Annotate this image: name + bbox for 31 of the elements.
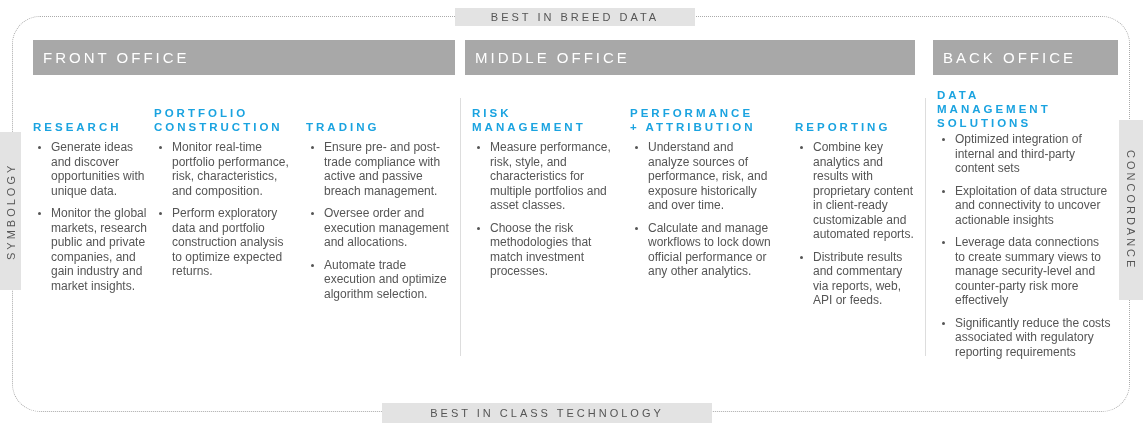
- bullet-text: Perform exploratory data and portfolio construction analysis to optimize expected returns.: [172, 206, 284, 278]
- bullet-text: Oversee order and execution management and allocations.: [324, 206, 449, 249]
- column-heading: RISK MANAGEMENT: [472, 106, 587, 134]
- bullet-text: Understand and analyze sources of performance, risk, and exposure historically and over time.: [648, 140, 768, 212]
- section-band: MIDDLE OFFICE: [465, 40, 915, 75]
- side-tab: SYMBOLOGY: [0, 132, 21, 290]
- bullet-text: Significantly reduce the costs associated with regulatory reporting requirements: [955, 315, 1111, 359]
- bullet-text: Leverage data connections to create summary views to manage security-level and counter-party risk more effectively: [955, 235, 1102, 307]
- bullet-text: Automate trade execution and optimize algorithm selection.: [324, 257, 447, 301]
- bullet-text: Generate ideas and discover opportunities with unique data.: [51, 140, 145, 198]
- section-band: FRONT OFFICE: [33, 40, 455, 75]
- column-heading: RESEARCH: [33, 120, 123, 134]
- column-heading: PERFORMANCE + ATTRIBUTION: [630, 106, 757, 134]
- bullet-text: Measure performance, risk, style, and characteristics for multiple portfolios and asset classes.: [490, 140, 611, 212]
- bullet-text: Optimized integration of internal and third-party content sets: [955, 132, 1082, 175]
- column-heading: DATA MANAGEMENT SOLUTIONS: [937, 88, 1052, 130]
- bullet-text: Distribute results and commentary via reports, web, API or feeds.: [813, 249, 903, 307]
- bullet-text: Ensure pre- and post-trade compliance with active and passive breach management.: [324, 140, 441, 198]
- banner-tab: BEST IN BREED DATA: [455, 8, 695, 26]
- column-heading: PORTFOLIO CONSTRUCTION: [154, 106, 284, 134]
- bullet-text: Monitor the global markets, research public and private companies, and gain industry and market insights.: [51, 206, 148, 293]
- bullet-text: Monitor real-time portfolio performance, risk, characteristics, and composition.: [172, 140, 289, 198]
- bullet-text: Combine key analytics and results with proprietary content in client-ready customizable and automated reports.: [813, 140, 914, 241]
- column-heading: TRADING: [306, 120, 381, 134]
- banner-tab: BEST IN CLASS TECHNOLOGY: [382, 403, 712, 423]
- bullet-text: Calculate and manage workflows to lock down official performance or any other analytics.: [648, 220, 771, 278]
- column-heading: REPORTING: [795, 120, 892, 134]
- bullet-text: Choose the risk methodologies that match investment processes.: [490, 220, 592, 278]
- bullet-text: Exploitation of data structure and connectivity to uncover actionable insights: [955, 183, 1108, 227]
- section-band: BACK OFFICE: [933, 40, 1118, 75]
- side-tab: CONCORDANCE: [1119, 120, 1143, 300]
